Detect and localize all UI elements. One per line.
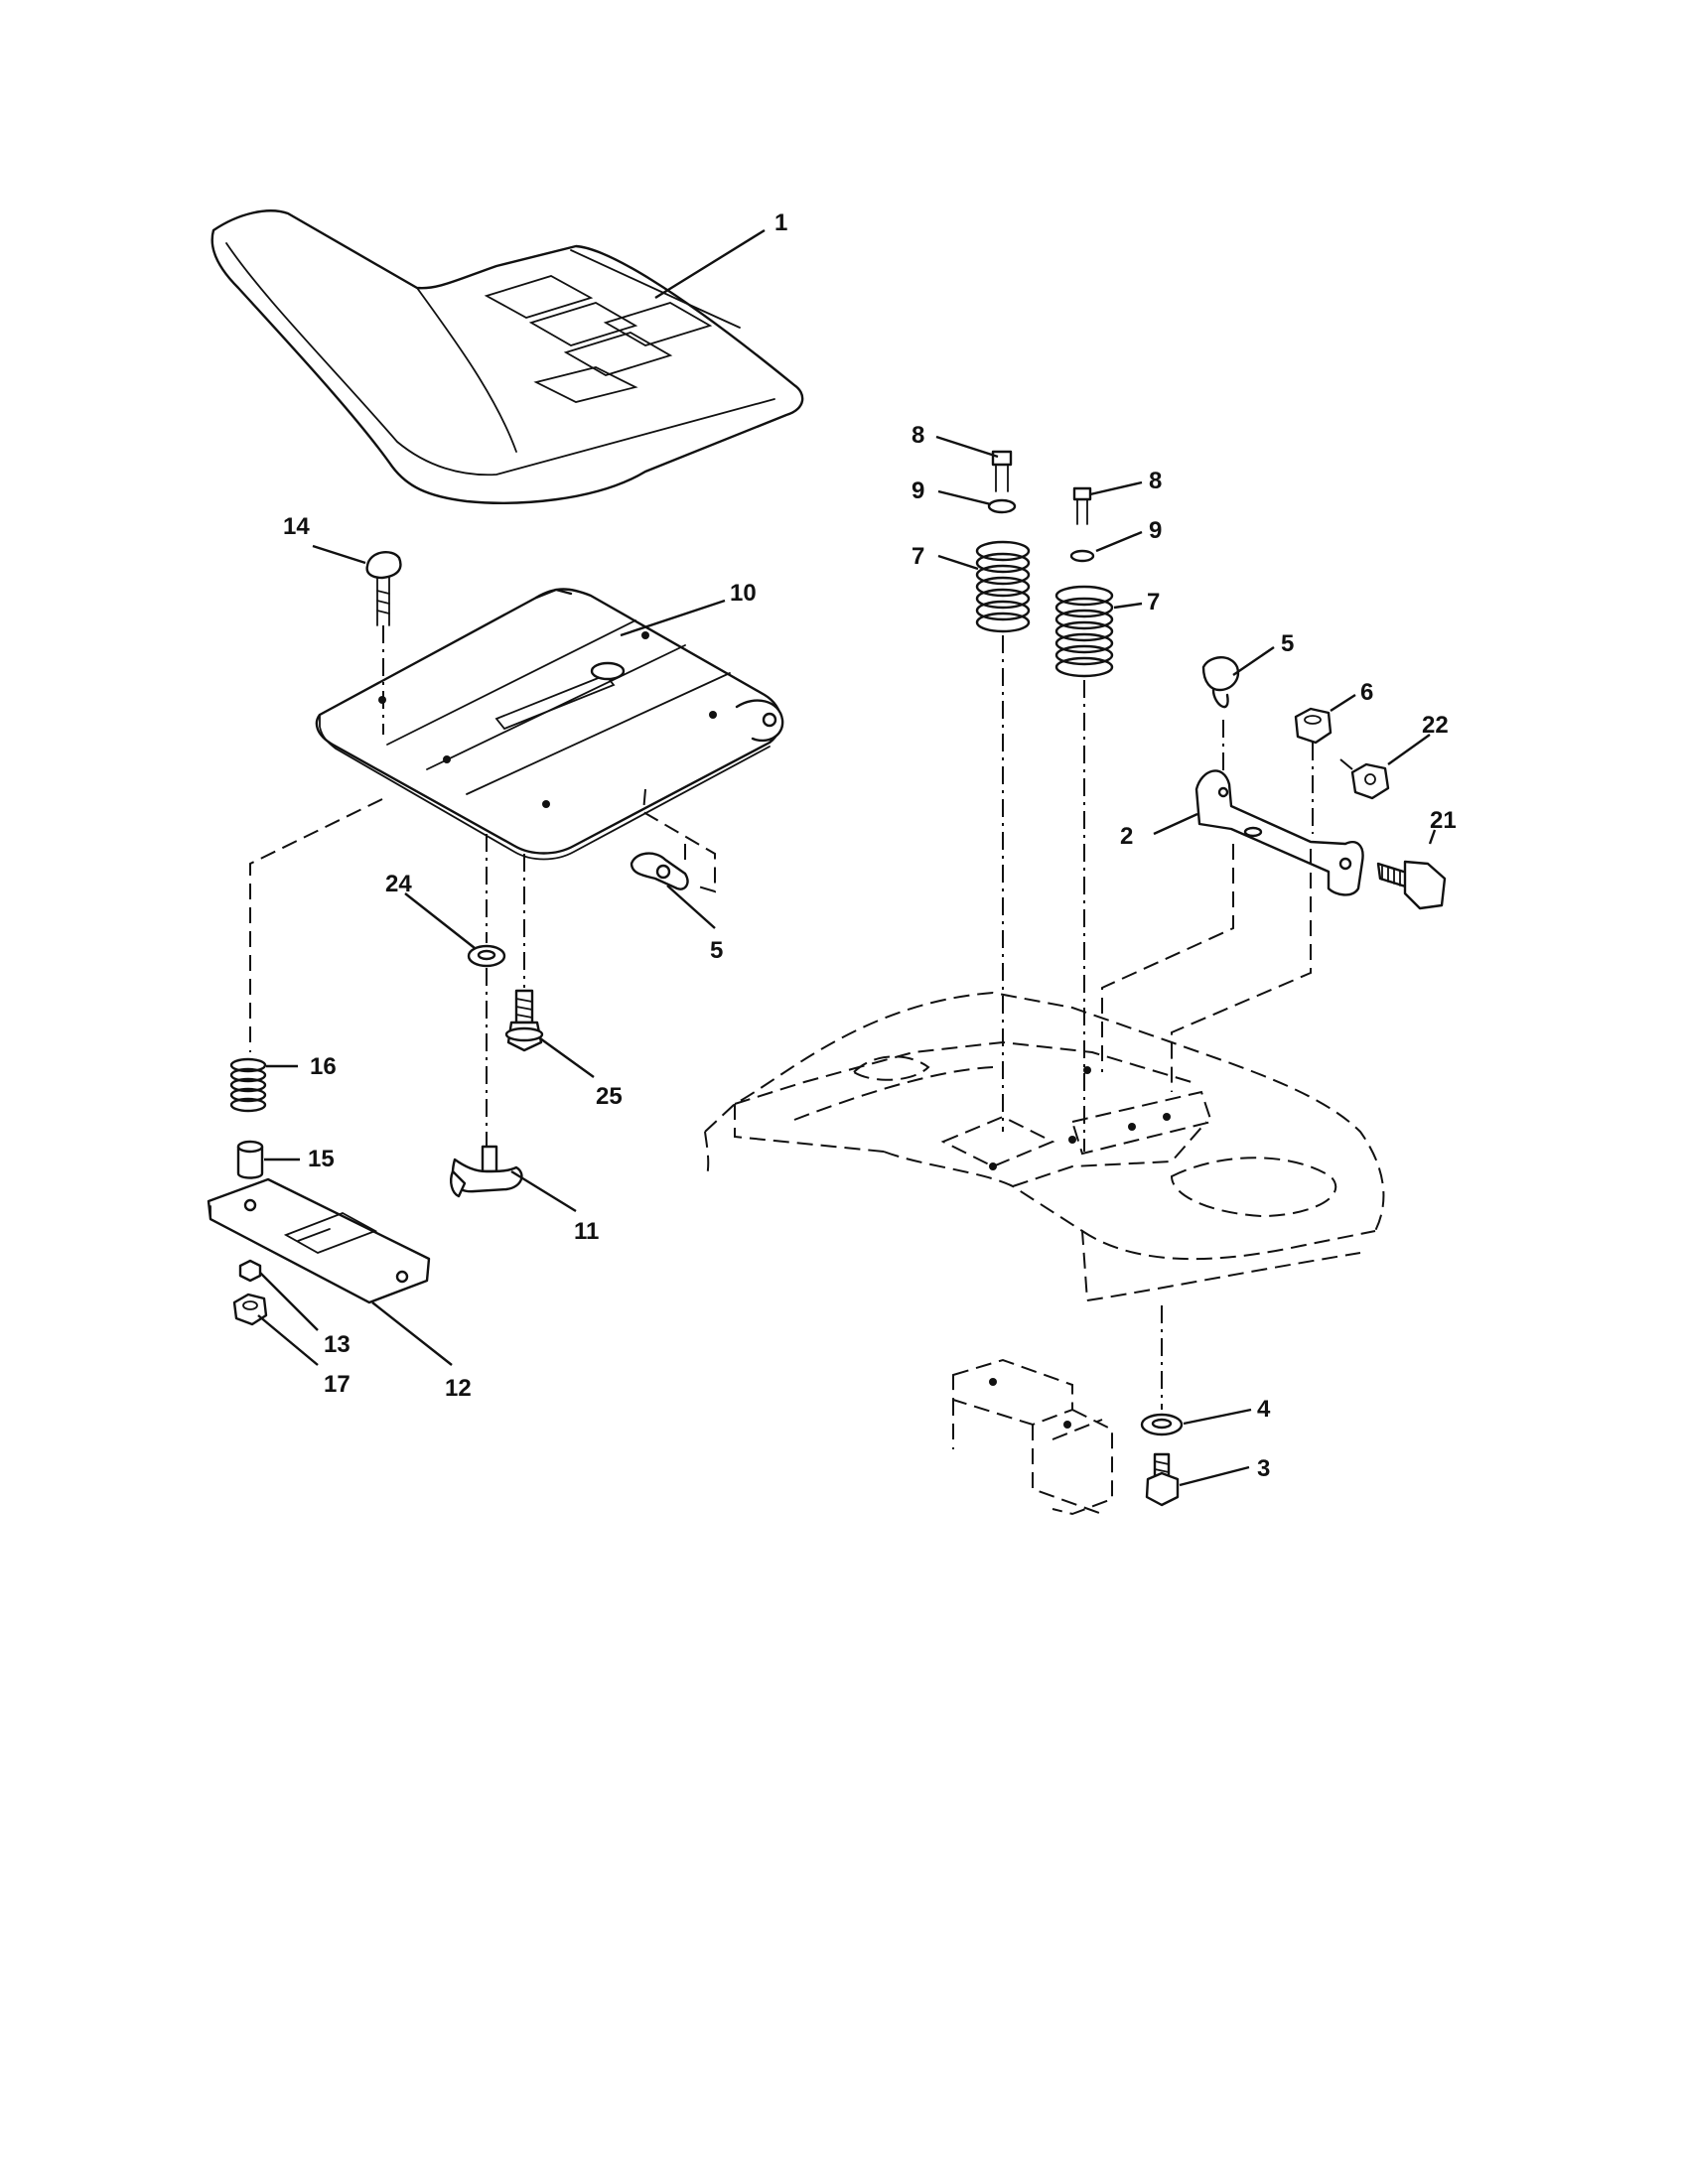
callout-12: 12 bbox=[445, 1375, 472, 1402]
nut-17 bbox=[232, 1293, 268, 1326]
callout-1: 1 bbox=[774, 209, 787, 236]
clip-left bbox=[630, 788, 716, 893]
callout-9-right: 9 bbox=[1149, 517, 1162, 544]
callout-8-left: 8 bbox=[912, 422, 924, 449]
carriage-bolt-14 bbox=[365, 550, 402, 735]
callout-22: 22 bbox=[1422, 712, 1449, 739]
callout-11: 11 bbox=[574, 1218, 599, 1245]
callout-9-left: 9 bbox=[912, 478, 924, 504]
washer-24 bbox=[467, 944, 506, 968]
nut-6 bbox=[1294, 707, 1333, 834]
callout-24: 24 bbox=[385, 871, 412, 897]
callout-15: 15 bbox=[308, 1146, 335, 1172]
nut-22 bbox=[1339, 758, 1390, 800]
right-spring-stack bbox=[1054, 486, 1114, 1152]
seat-pan bbox=[315, 588, 784, 861]
callout-5-right: 5 bbox=[1281, 630, 1294, 657]
callout-6: 6 bbox=[1360, 679, 1373, 706]
spring-16 bbox=[229, 1057, 267, 1113]
adjustment-plate bbox=[207, 1177, 431, 1304]
callout-16: 16 bbox=[310, 1053, 337, 1080]
callout-5-left: 5 bbox=[710, 937, 723, 964]
clip-right bbox=[1201, 656, 1240, 784]
callout-7-right: 7 bbox=[1147, 589, 1160, 615]
bolt-25 bbox=[504, 989, 544, 1052]
callout-17: 17 bbox=[324, 1371, 351, 1398]
callout-25: 25 bbox=[596, 1083, 623, 1110]
callout-3: 3 bbox=[1257, 1455, 1270, 1482]
bolt-3 bbox=[1145, 1452, 1180, 1507]
callout-14: 14 bbox=[283, 513, 310, 540]
bracket bbox=[1101, 769, 1364, 1092]
callout-2: 2 bbox=[1120, 823, 1133, 850]
leader-lines bbox=[257, 228, 1437, 1487]
callout-7-left: 7 bbox=[912, 543, 924, 570]
fender-outline bbox=[704, 991, 1385, 1516]
callout-21: 21 bbox=[1430, 807, 1457, 834]
callout-4: 4 bbox=[1257, 1396, 1271, 1423]
bolt-21 bbox=[1376, 860, 1447, 910]
callout-8-right: 8 bbox=[1149, 468, 1162, 494]
callout-13: 13 bbox=[324, 1331, 351, 1358]
left-spring-stack bbox=[975, 450, 1031, 1132]
callout-10: 10 bbox=[730, 580, 757, 607]
leader-plate-to-spring bbox=[249, 798, 383, 1052]
spacer-15 bbox=[236, 1140, 264, 1179]
knob-11 bbox=[450, 1145, 523, 1198]
seat bbox=[210, 209, 804, 504]
nut-13 bbox=[238, 1259, 262, 1283]
washer-4 bbox=[1140, 1413, 1184, 1436]
